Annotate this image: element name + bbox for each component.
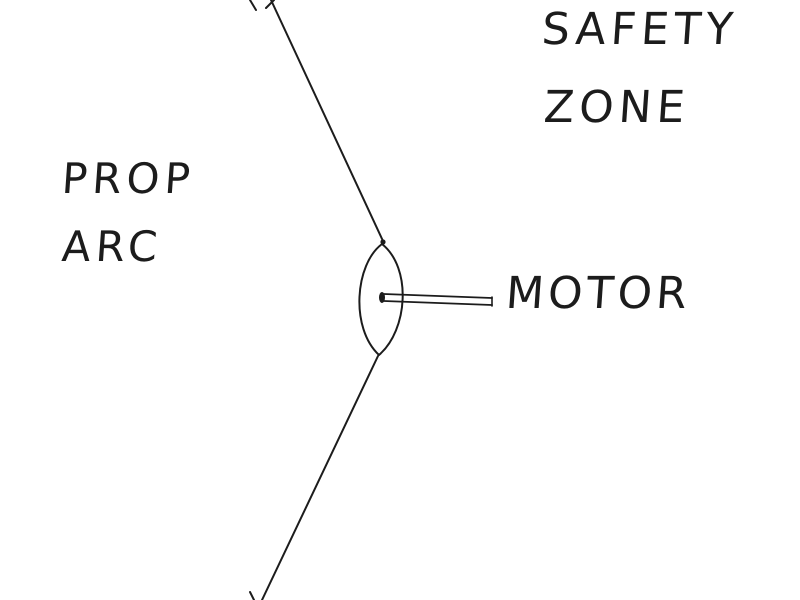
safety-zone-label-line1: SAFETY <box>540 4 740 55</box>
motor-label: MOTOR <box>504 268 693 319</box>
motor-hub <box>358 243 404 356</box>
lower-arc-boundary-line <box>261 355 379 600</box>
upper-arc-boundary-line <box>270 0 384 242</box>
prop-arc-label-line1: PROP <box>60 154 197 203</box>
motor-center-dot <box>379 292 385 303</box>
motor-shaft-bottom <box>383 300 493 306</box>
safety-zone-label-line2: ZONE <box>542 82 692 133</box>
motor-shaft-top <box>383 293 493 299</box>
upper-arc-tip-mark <box>249 0 275 11</box>
lower-arc-tip-mark <box>249 591 255 600</box>
prop-arc-label-line2: ARC <box>60 222 164 271</box>
